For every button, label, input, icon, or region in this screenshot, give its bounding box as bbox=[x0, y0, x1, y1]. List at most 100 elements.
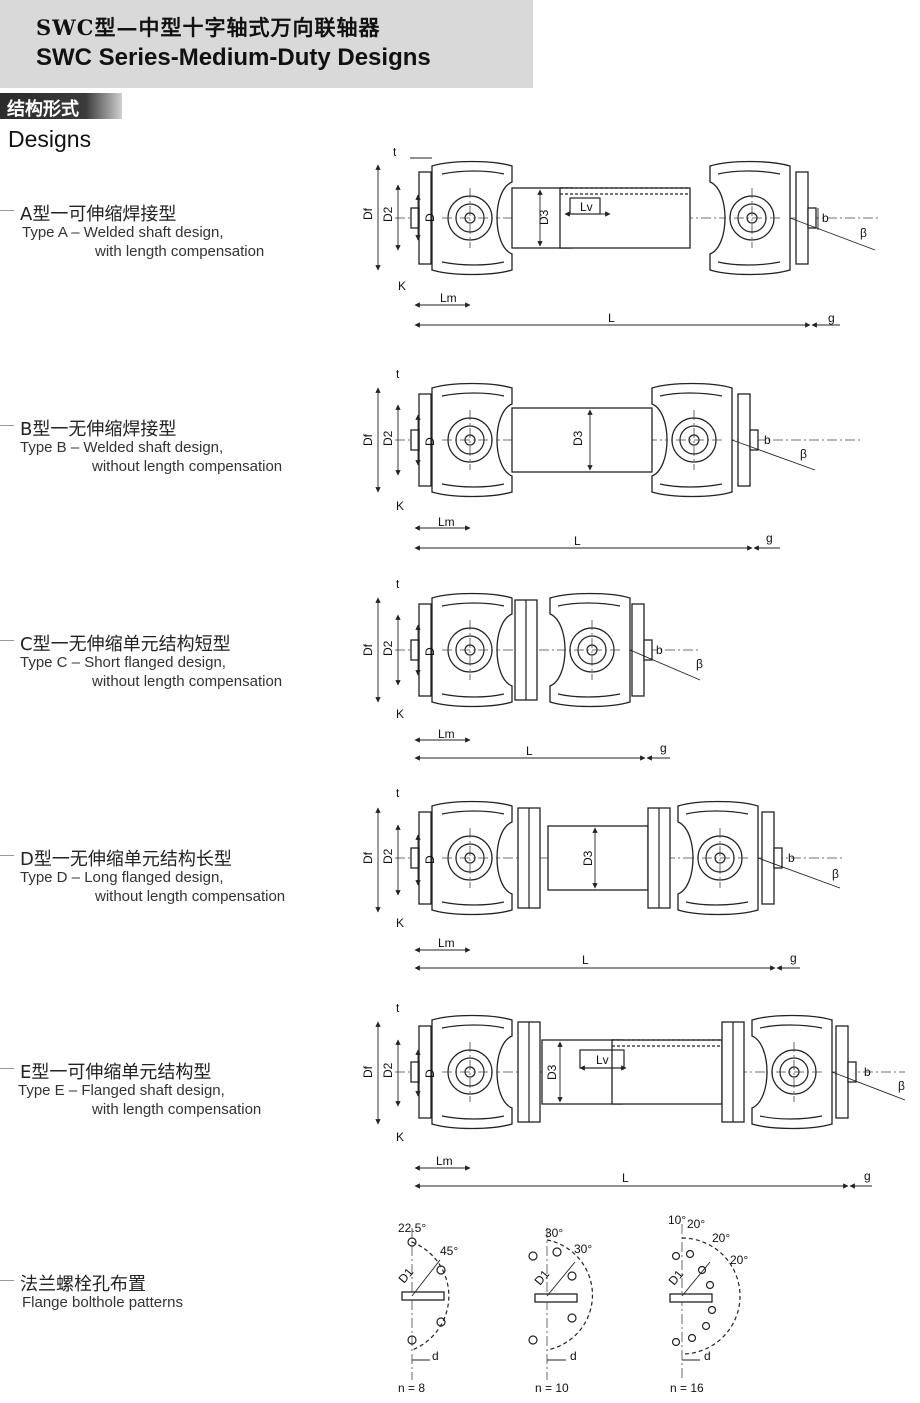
angle-label: 10° bbox=[668, 1213, 686, 1227]
pattern-count: n = 10 bbox=[535, 1381, 569, 1395]
dim-t: t bbox=[396, 577, 400, 591]
bolthole-en1: Flange bolthole patterns bbox=[22, 1294, 183, 1311]
angle-label: 20° bbox=[687, 1217, 705, 1231]
dim-beta: β bbox=[832, 867, 839, 881]
type-d-en2: without length compensation bbox=[95, 888, 286, 905]
angle-label: 22.5° bbox=[398, 1221, 426, 1235]
dim-d2: D2 bbox=[381, 430, 395, 446]
dim-d-small: d bbox=[432, 1349, 439, 1363]
section-tag-label: 结构形式 bbox=[7, 99, 79, 120]
angle-label: 20° bbox=[712, 1231, 730, 1245]
leader-tick bbox=[0, 855, 14, 856]
dim-df: Df bbox=[361, 433, 375, 446]
dim-b: b bbox=[864, 1065, 871, 1079]
dim-d: D bbox=[423, 855, 437, 864]
dim-d3: D3 bbox=[571, 430, 585, 446]
type-c-en1: Type C – Short flanged design, bbox=[20, 654, 226, 671]
leader-tick bbox=[0, 425, 14, 426]
dim-k: K bbox=[396, 916, 404, 930]
header-banner: SWC型—中型十字轴式万向联轴器 SWC Series-Medium-Duty … bbox=[0, 0, 533, 88]
type-a-en1: Type A – Welded shaft design, bbox=[22, 224, 224, 241]
dim-lm: Lm bbox=[438, 515, 455, 529]
section-tag: 结构形式 bbox=[0, 93, 122, 120]
dim-g: g bbox=[828, 311, 835, 325]
type-b-en2: without length compensation bbox=[92, 458, 283, 475]
dim-l: L bbox=[622, 1171, 629, 1185]
leader-tick bbox=[0, 1068, 14, 1069]
dim-l: L bbox=[608, 311, 615, 325]
dim-g: g bbox=[864, 1169, 871, 1183]
type-e-en1: Type E – Flanged shaft design, bbox=[18, 1082, 225, 1099]
dim-d: D bbox=[423, 1069, 437, 1078]
dim-lm: Lm bbox=[440, 291, 457, 305]
bolthole-pattern-n8: 22.5° 45° D1 d n = 8 bbox=[396, 1221, 459, 1395]
dim-k: K bbox=[396, 1130, 404, 1144]
dim-t: t bbox=[396, 786, 400, 800]
dim-beta: β bbox=[800, 447, 807, 461]
dim-d-small: d bbox=[570, 1349, 577, 1363]
dim-g: g bbox=[790, 951, 797, 965]
dim-b: b bbox=[764, 433, 771, 447]
dim-d1: D1 bbox=[666, 1267, 687, 1288]
dim-k: K bbox=[396, 707, 404, 721]
dim-d3: D3 bbox=[581, 850, 595, 866]
pattern-count: n = 16 bbox=[670, 1381, 704, 1395]
dim-b: b bbox=[788, 851, 795, 865]
dim-t: t bbox=[396, 1001, 400, 1015]
dim-d2: D2 bbox=[381, 640, 395, 656]
dim-beta: β bbox=[696, 657, 703, 671]
drawing-type-c: t Df D2 D b β K Lm L g bbox=[361, 577, 703, 761]
bolthole-cn: 法兰螺栓孔布置 bbox=[20, 1274, 146, 1295]
type-d-cn: D型一无伸缩单元结构长型 bbox=[20, 849, 232, 870]
type-d-en1: Type D – Long flanged design, bbox=[20, 869, 224, 886]
type-b-en1: Type B – Welded shaft design, bbox=[20, 439, 224, 456]
dim-d: D bbox=[423, 647, 437, 656]
type-a-en2: with length compensation bbox=[95, 243, 265, 260]
drawing-type-e: t Df D2 D D3 Lv b β K Lm L g bbox=[361, 1001, 906, 1189]
dim-beta: β bbox=[860, 226, 867, 240]
angle-label: 30° bbox=[545, 1226, 563, 1240]
leader-tick bbox=[0, 1280, 14, 1281]
dim-d-small: d bbox=[704, 1349, 711, 1363]
dim-beta: β bbox=[898, 1079, 905, 1093]
dim-k: K bbox=[398, 279, 406, 293]
bolthole-pattern-n10: 30° 30° D1 d n = 10 bbox=[528, 1226, 593, 1395]
type-c-cn: C型一无伸缩单元结构短型 bbox=[20, 634, 231, 655]
dim-g: g bbox=[766, 531, 773, 545]
leader-tick bbox=[0, 210, 14, 211]
dim-d2: D2 bbox=[381, 206, 395, 222]
leader-tick bbox=[0, 640, 14, 641]
dim-d3: D3 bbox=[545, 1064, 559, 1080]
dim-d1: D1 bbox=[396, 1265, 417, 1286]
dim-df: Df bbox=[361, 1065, 375, 1078]
dim-lm: Lm bbox=[438, 727, 455, 741]
dim-d3: D3 bbox=[537, 209, 551, 225]
type-a-cn: A型一可伸缩焊接型 bbox=[20, 204, 177, 225]
type-e-en2: with length compensation bbox=[92, 1101, 262, 1118]
dim-b: b bbox=[656, 643, 663, 657]
dim-g: g bbox=[660, 741, 667, 755]
dim-d1: D1 bbox=[532, 1267, 553, 1288]
drawing-type-b: t Df D2 D D3 b β K Lm L g bbox=[361, 367, 860, 551]
dim-b: b bbox=[822, 211, 829, 225]
dim-lm: Lm bbox=[436, 1154, 453, 1168]
dim-d2: D2 bbox=[381, 1062, 395, 1078]
dim-l: L bbox=[574, 534, 581, 548]
dim-l: L bbox=[526, 744, 533, 758]
dim-lv: Lv bbox=[580, 200, 593, 214]
dim-d: D bbox=[423, 437, 437, 446]
drawing-type-a: t Df D2 D D3 Lv b β K Lm L g bbox=[361, 145, 880, 328]
bolthole-pattern-n16: 10° 20° 20° 20° D1 d n = 16 bbox=[666, 1213, 749, 1395]
type-e-cn: E型一可伸缩单元结构型 bbox=[20, 1062, 212, 1083]
dim-t: t bbox=[396, 367, 400, 381]
dim-l: L bbox=[582, 953, 589, 967]
drawing-type-d: t Df D2 D D3 b β K Lm L g bbox=[361, 786, 845, 971]
dim-df: Df bbox=[361, 851, 375, 864]
dim-df: Df bbox=[361, 207, 375, 220]
dim-lm: Lm bbox=[438, 936, 455, 950]
section-title: Designs bbox=[8, 126, 92, 152]
dim-d: D bbox=[423, 213, 437, 222]
angle-label: 45° bbox=[440, 1244, 458, 1258]
title-english: SWC Series-Medium-Duty Designs bbox=[36, 44, 431, 71]
